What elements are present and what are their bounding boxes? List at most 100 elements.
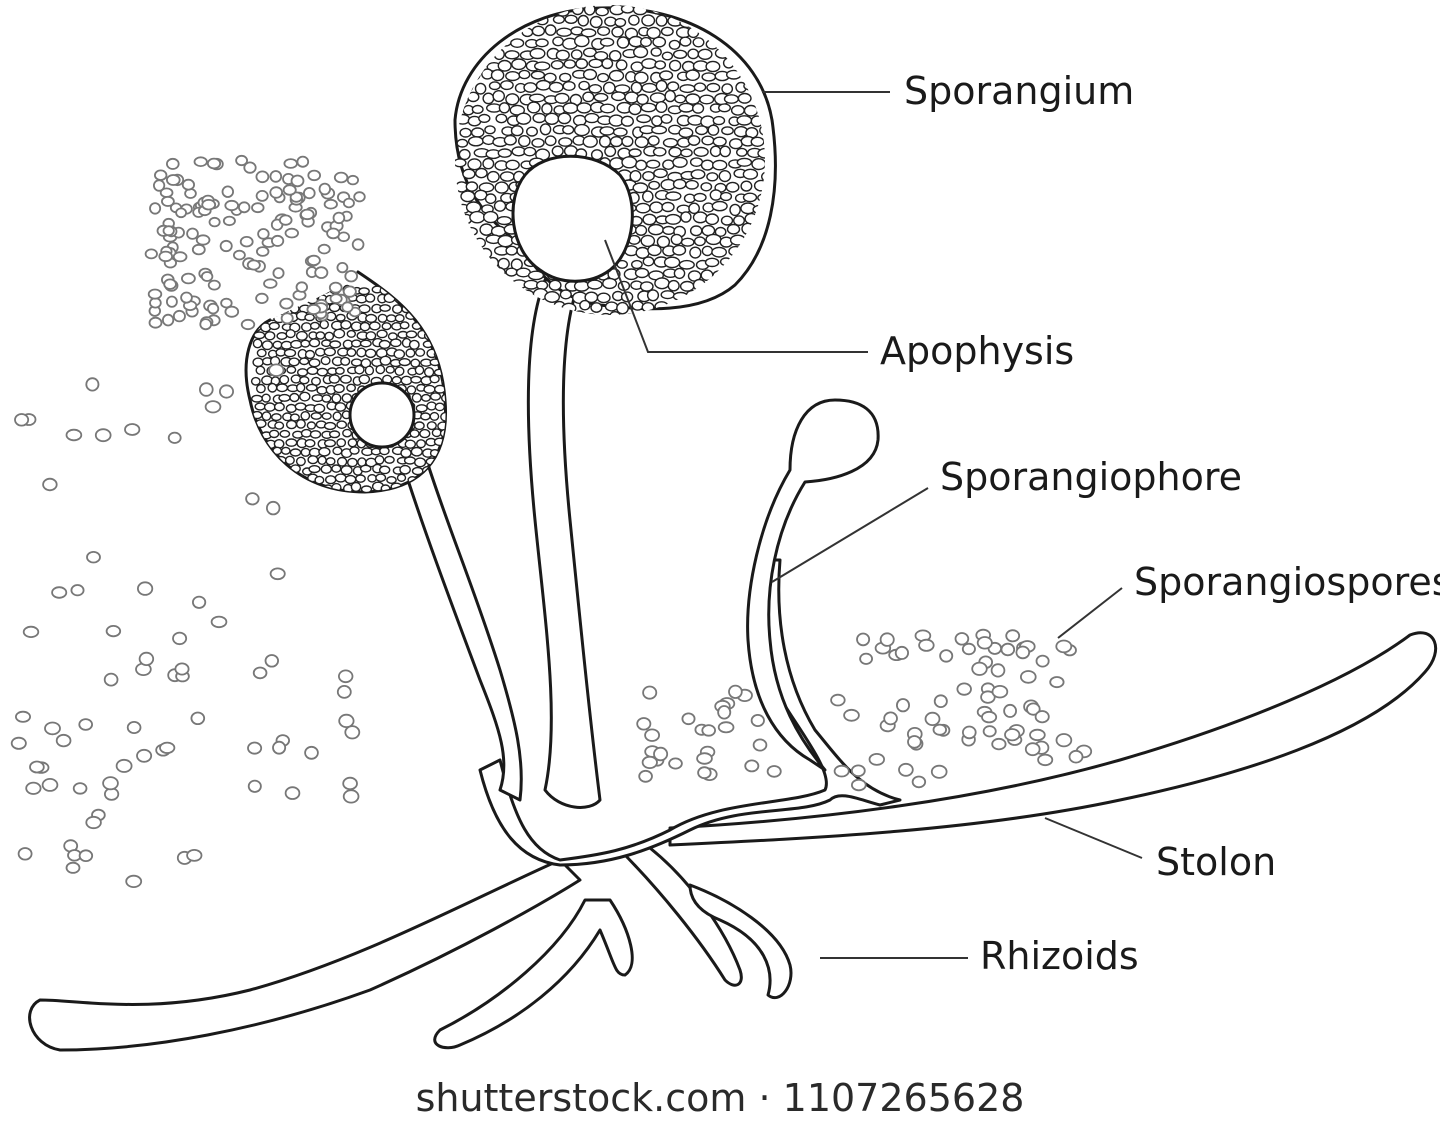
spore-cell [692, 37, 705, 48]
spore-cell [579, 299, 591, 311]
spore-cell [641, 58, 658, 70]
spore-cell [688, 202, 700, 215]
sporangiospore [86, 551, 101, 564]
spore-cell [469, 210, 486, 224]
spore-cell [572, 310, 587, 315]
spore-cell [658, 313, 674, 315]
spore-cell [616, 301, 629, 315]
spore-cell [703, 300, 720, 311]
spore-cell [528, 93, 546, 103]
spore-cell [342, 428, 353, 438]
sporangiospore [653, 746, 669, 762]
sporangiospore [1055, 639, 1073, 654]
spore-cell [596, 26, 611, 37]
young-sporangiophore [746, 398, 880, 772]
sporangiospore [162, 225, 175, 237]
spore-cell [289, 483, 301, 492]
sporangiospore [200, 271, 214, 282]
sporangiospore [270, 234, 285, 247]
sporangiospore [247, 779, 262, 793]
sporangiospore [701, 724, 716, 737]
spore-cell [310, 412, 322, 420]
sporangiospore [843, 708, 860, 722]
spore-cell [562, 80, 576, 91]
spore-cell [667, 279, 680, 292]
spore-cell [350, 481, 362, 492]
spore-cell [505, 245, 518, 256]
spore-cell [665, 191, 682, 201]
spore-cell [551, 145, 564, 157]
spore-cell [455, 5, 467, 16]
spore-cell [596, 72, 610, 83]
spore-cell [296, 382, 306, 393]
spore-cell [253, 312, 265, 322]
sporangiospore [272, 740, 287, 755]
sporangiospore [17, 847, 33, 861]
sporangiospore [272, 267, 285, 280]
spore-cell [497, 59, 512, 72]
spore-cell [448, 474, 456, 481]
spore-cell [424, 293, 436, 304]
sporangiospore [1004, 728, 1021, 742]
spore-cell [495, 288, 509, 301]
spore-cell [466, 316, 476, 324]
spore-cell [488, 81, 501, 91]
spore-cell [552, 36, 564, 47]
spore-cell [559, 72, 572, 83]
spore-cell [651, 125, 668, 135]
spore-cell [455, 312, 468, 315]
spore-cell [340, 356, 351, 366]
spore-cell [375, 473, 387, 483]
sporangiospore [147, 288, 163, 300]
spore-cell [255, 383, 266, 394]
spore-cell [608, 50, 622, 62]
sporangiospore [245, 492, 260, 506]
spore-cell [305, 383, 318, 392]
spore-cell [602, 81, 616, 95]
sporangiospore [981, 710, 998, 724]
spore-cell [550, 60, 564, 70]
spore-cell [459, 300, 476, 313]
spore-cell [260, 484, 273, 492]
spore-cell [464, 226, 478, 237]
spore-cell [718, 103, 732, 113]
spore-cell [660, 290, 675, 300]
sporangiospore [153, 179, 166, 192]
spore-cell [314, 347, 326, 357]
spore-cell [274, 421, 285, 430]
spore-cell [333, 383, 345, 394]
spore-cell [640, 102, 657, 113]
spore-cell [558, 137, 573, 147]
spore-cell [712, 136, 727, 147]
spore-cell [673, 310, 686, 315]
spore-cell [612, 127, 628, 137]
spore-cell [400, 448, 412, 459]
spore-cell [415, 293, 426, 304]
spore-cell [430, 303, 442, 313]
spore-cell [770, 61, 784, 71]
spore-cell [332, 411, 342, 422]
spore-cell [375, 364, 386, 375]
spore-cell [680, 211, 692, 223]
spore-cell [705, 233, 722, 246]
sporangiospore [41, 778, 59, 792]
sporangiospore [70, 584, 85, 597]
spore-cell [731, 303, 744, 313]
sporangiospore [284, 227, 300, 239]
spore-cell [477, 291, 492, 304]
sporangiospore [219, 239, 233, 253]
spore-cell [621, 156, 638, 169]
spore-cell [386, 476, 397, 485]
spore-cell [511, 299, 525, 312]
sporangiospore [125, 874, 143, 889]
spore-cell [266, 474, 278, 483]
spore-cell [436, 329, 446, 340]
spore-cell [689, 157, 704, 168]
sporangiospore [51, 586, 68, 599]
spore-cell [441, 339, 446, 348]
label-sporangium: Sporangium [904, 69, 1135, 113]
spore-cell [515, 112, 532, 125]
sporangiospore [162, 313, 175, 327]
sporangiospore [299, 208, 315, 221]
spore-cell [423, 384, 436, 394]
